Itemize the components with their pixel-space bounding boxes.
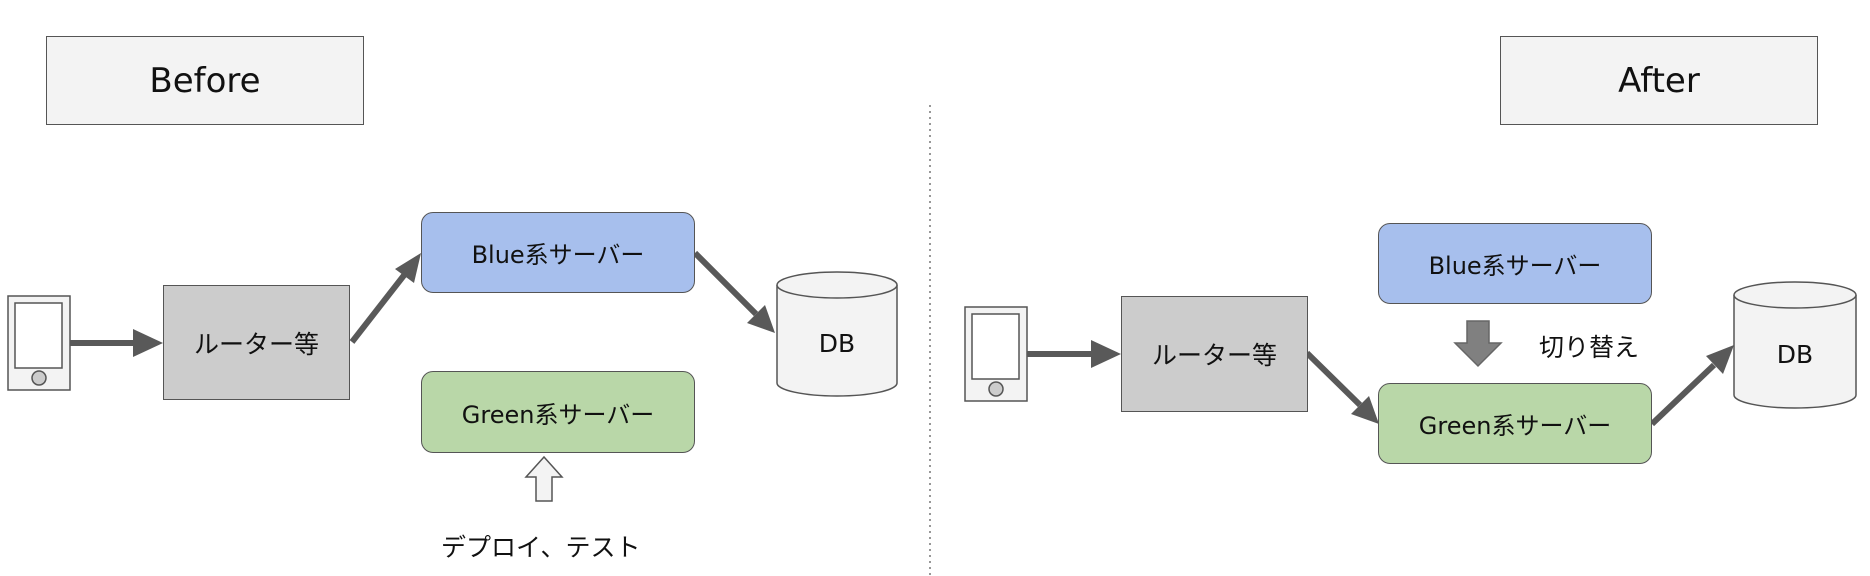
after-header: After <box>1500 36 1818 125</box>
arrow-green-to-db <box>1649 345 1734 427</box>
blue-server-box-after: Blue系サーバー <box>1378 223 1652 304</box>
arrow-phone-to-router <box>70 329 163 357</box>
db-label-after: DB <box>1776 339 1814 369</box>
arrow-phone-to-router <box>1027 340 1121 368</box>
db-cylinder-before <box>776 271 898 397</box>
router-box-after: ルーター等 <box>1121 296 1308 412</box>
switch-label: 切り替え <box>1539 333 1640 362</box>
down-arrow-icon <box>1453 320 1503 368</box>
arrow-router-to-green <box>1304 350 1379 424</box>
db-cylinder-after <box>1733 281 1857 409</box>
arrow-router-to-blue <box>349 253 421 344</box>
smartphone-icon <box>964 306 1028 402</box>
green-server-box-before: Green系サーバー <box>421 371 695 453</box>
before-header: Before <box>46 36 364 125</box>
up-arrow-icon <box>524 455 564 502</box>
blue-server-box-before: Blue系サーバー <box>421 212 695 293</box>
deploy-test-label: デプロイ、テスト <box>441 533 641 562</box>
green-server-box-after: Green系サーバー <box>1378 383 1652 464</box>
arrow-blue-to-db <box>692 250 775 333</box>
db-label-before: DB <box>818 328 856 358</box>
router-box-before: ルーター等 <box>163 285 350 400</box>
smartphone-icon <box>7 295 71 391</box>
